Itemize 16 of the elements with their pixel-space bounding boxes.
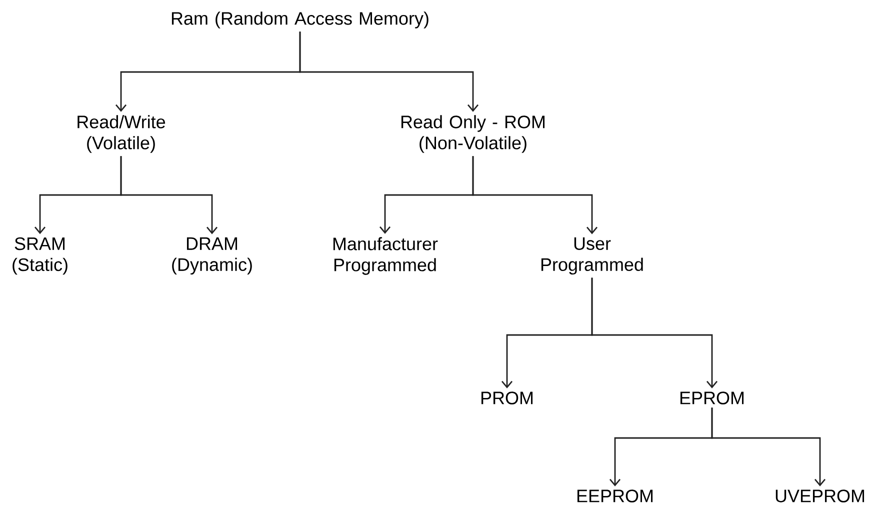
arrow: [299, 32, 479, 112]
category-label: Manufacturer Programmed: [333, 237, 438, 275]
category-label: PROM: [481, 392, 533, 404]
arrow: [472, 156, 598, 234]
arrow: [711, 408, 826, 486]
category-label: Ram (Random Access Memory): [172, 12, 428, 28]
category-label: Read Only - ROM (Non-Volatile): [401, 115, 544, 153]
arrow: [120, 156, 218, 234]
category-label: EEPROM: [577, 490, 653, 502]
arrow: [591, 278, 718, 388]
category-label: EPROM: [680, 392, 744, 404]
category-label: SRAM (Static): [12, 237, 68, 275]
category-label: Read/Write (Volatile): [78, 115, 166, 153]
category-label: DRAM (Dynamic): [172, 237, 252, 275]
category-label: UVEPROM: [776, 490, 864, 502]
category-label: User Programmed: [541, 237, 643, 275]
